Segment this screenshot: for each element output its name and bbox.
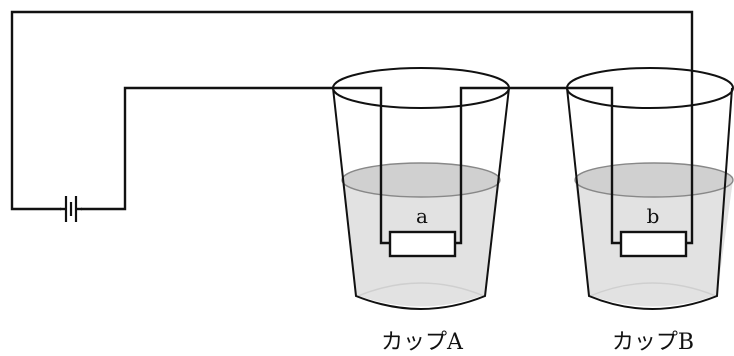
cup-a-label: カップA [381, 330, 464, 355]
cup-a-bottom-curve [357, 282, 485, 297]
wire-battery-to-a [80, 86, 392, 245]
cup-a [332, 67, 510, 310]
cup-a-body [332, 87, 510, 310]
wire-a-to-b [453, 86, 623, 245]
resistor-a-label: a [416, 204, 428, 228]
resistor-a [388, 230, 457, 258]
cup-b [566, 67, 734, 310]
cup-b-label: カップB [612, 330, 694, 355]
cup-b-body [566, 87, 733, 310]
resistor-b [619, 230, 688, 258]
cup-b-water-surface [574, 162, 734, 198]
battery-icon [60, 196, 82, 222]
cup-b-bottom-curve [589, 282, 717, 297]
outer-wire [10, 10, 694, 245]
resistor-b-label: b [647, 204, 660, 228]
cup-a-water-surface [341, 162, 501, 198]
